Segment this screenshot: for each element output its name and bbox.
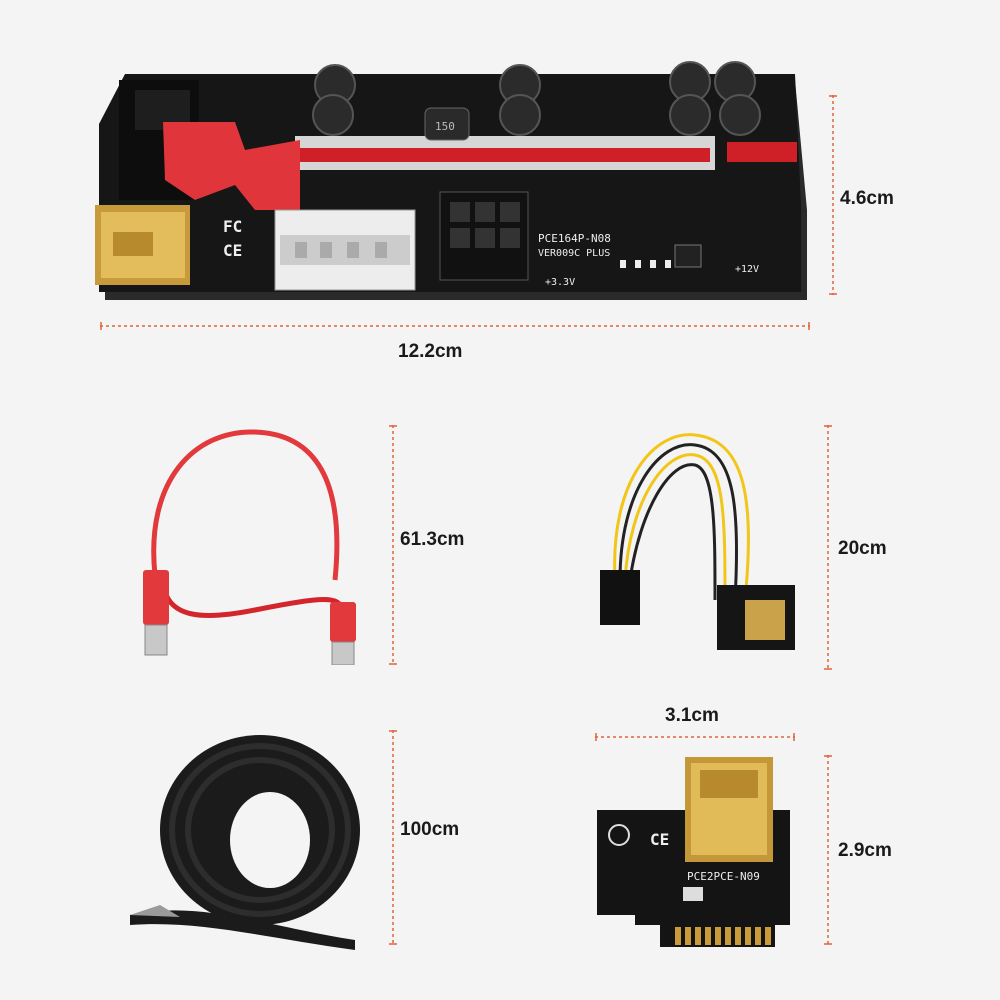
power-cable-length-label: 20cm	[838, 538, 887, 559]
adapter-height-dimension-line	[823, 755, 833, 945]
velcro-strap-image	[120, 725, 370, 950]
fcc-mark: FC	[223, 217, 242, 236]
adapter-silkscreen-model: PCE2PCE-N09	[687, 870, 760, 883]
velcro-dimension-line	[388, 730, 398, 945]
adapter-ce-mark: CE	[650, 830, 669, 849]
board-height-label: 4.6cm	[840, 188, 894, 209]
power-cable-dimension-line	[823, 425, 833, 670]
board-silkscreen-version: VER009C PLUS	[538, 248, 610, 259]
power-cable-image	[595, 420, 805, 655]
board-voltage-12v: +12V	[735, 264, 759, 275]
adapter-width-label: 3.1cm	[665, 705, 719, 726]
board-width-label: 12.2cm	[398, 341, 463, 362]
usb-cable-dimension-line	[388, 425, 398, 665]
usb-cable-image	[135, 420, 365, 666]
adapter-card-image: CE PCE2PCE-N09	[595, 755, 795, 950]
usb-cable-length-label: 61.3cm	[400, 529, 465, 550]
board-height-dimension-line	[828, 95, 838, 295]
ce-mark: CE	[223, 241, 242, 260]
board-voltage-3v3: +3.3V	[545, 277, 575, 288]
inductor-marking: 150	[435, 120, 455, 133]
adapter-height-label: 2.9cm	[838, 840, 892, 861]
board-width-dimension-line	[100, 318, 810, 330]
adapter-width-dimension-line	[595, 729, 795, 741]
board-silkscreen-model: PCE164P-N08	[538, 232, 611, 245]
velcro-length-label: 100cm	[400, 819, 460, 840]
riser-board-image: 150 FC CE PCE164P-N08 VER009C PLUS +3.3V…	[95, 60, 815, 310]
